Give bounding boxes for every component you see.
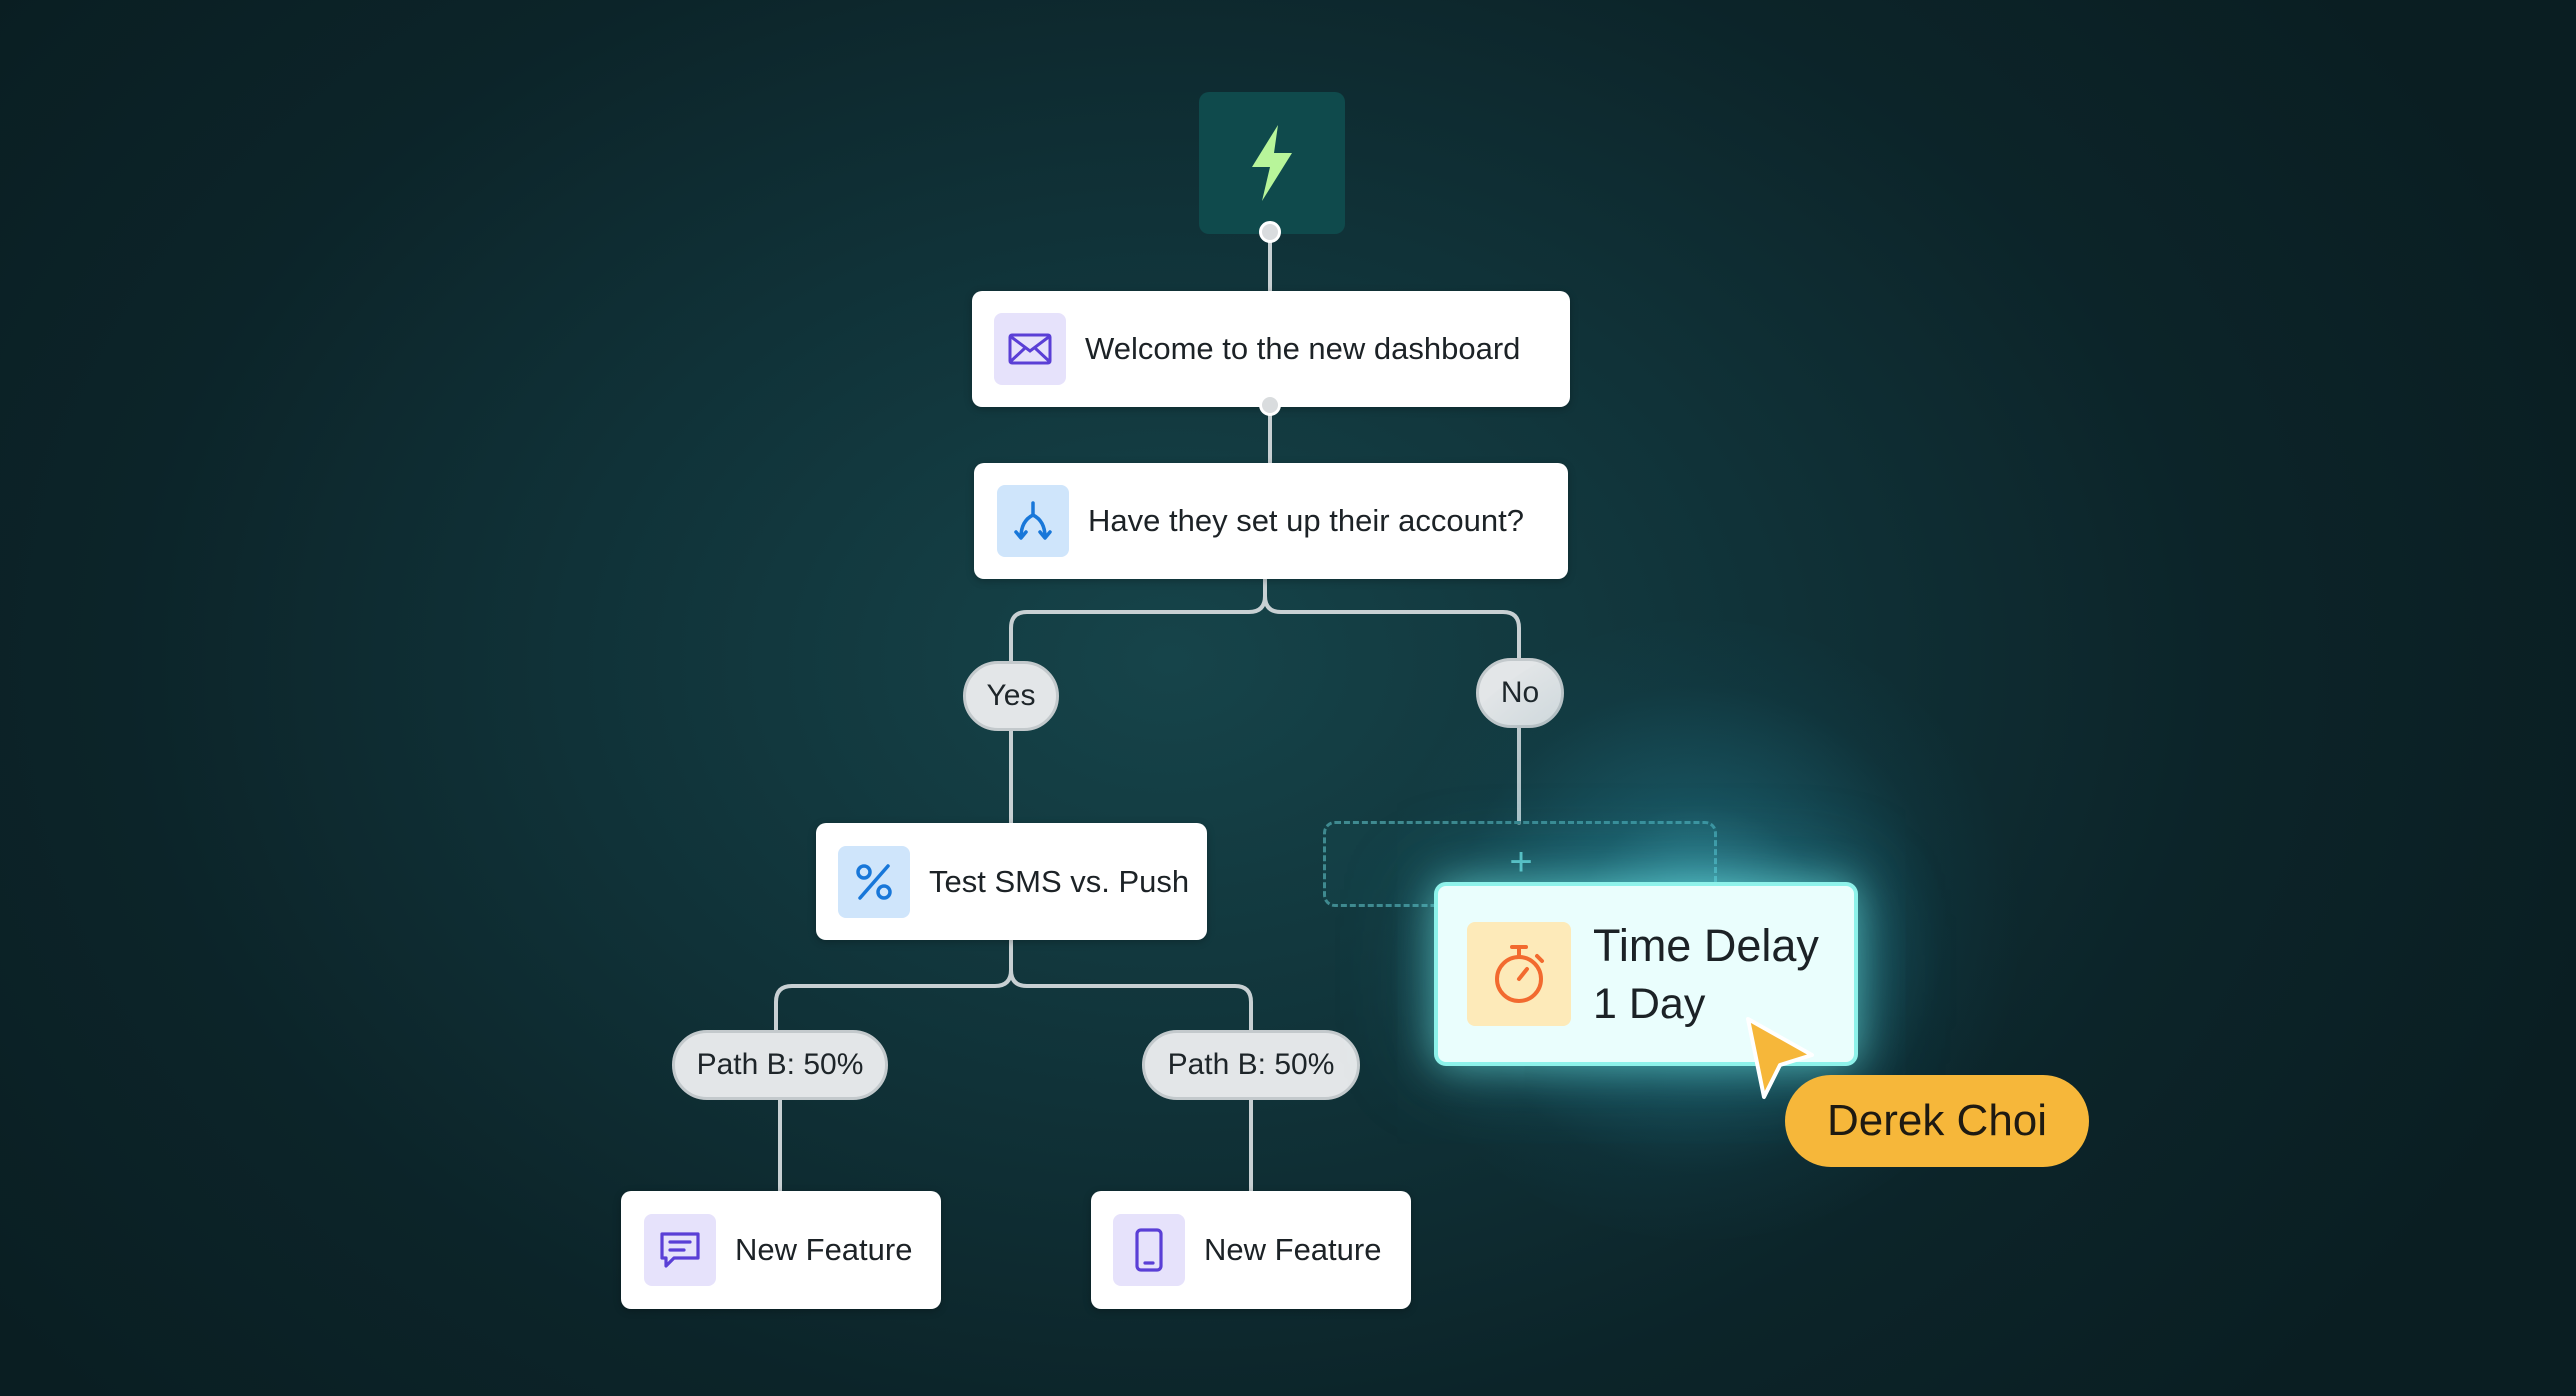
collaborator-name: Derek Choi [1826, 1096, 2048, 1145]
condition-node-label: Have they set up their account? [1088, 503, 1524, 538]
path-left-label: Path B: 50% [696, 1048, 864, 1081]
sms-node[interactable]: New Feature [621, 1191, 941, 1309]
email-node[interactable]: Welcome to the new dashboard [972, 291, 1570, 407]
path-right-pill[interactable]: Path B: 50% [1142, 1030, 1360, 1100]
connector-test-path-right [1009, 937, 1253, 1036]
collaborator-name-tag: Derek Choi [1785, 1075, 2089, 1167]
branch-yes-label: Yes [986, 679, 1036, 712]
connector-test-path-left [774, 937, 1013, 1036]
connector-handle[interactable] [1259, 394, 1281, 416]
percent-icon [838, 845, 910, 918]
connector-check-yes [1009, 576, 1267, 674]
ab-test-node-label: Test SMS vs. Push [929, 863, 1190, 899]
stopwatch-icon [1467, 922, 1571, 1026]
split-branch-icon [997, 485, 1069, 557]
push-node[interactable]: New Feature [1091, 1191, 1411, 1309]
time-delay-value: 1 Day [1593, 979, 1706, 1028]
sms-node-label: New Feature [735, 1232, 913, 1267]
time-delay-title: Time Delay [1593, 919, 1819, 971]
condition-node[interactable]: Have they set up their account? [974, 463, 1568, 579]
path-right-label: Path B: 50% [1167, 1048, 1335, 1081]
chat-bubble-icon [644, 1214, 716, 1286]
envelope-icon [994, 313, 1066, 385]
email-node-label: Welcome to the new dashboard [1085, 331, 1521, 366]
time-delay-card[interactable]: Time Delay 1 Day [1434, 882, 1858, 1066]
path-left-pill[interactable]: Path B: 50% [672, 1030, 888, 1100]
connector-check-no [1263, 576, 1521, 674]
ab-test-node[interactable]: Test SMS vs. Push [816, 823, 1207, 940]
trigger-node[interactable] [1199, 92, 1345, 234]
lightning-bolt-icon [1252, 125, 1292, 201]
branch-yes-pill[interactable]: Yes [963, 661, 1059, 731]
push-node-label: New Feature [1204, 1232, 1382, 1267]
cursor-arrow-icon [1746, 1017, 1814, 1099]
mobile-phone-icon [1113, 1214, 1185, 1286]
connector-handle[interactable] [1259, 221, 1281, 243]
